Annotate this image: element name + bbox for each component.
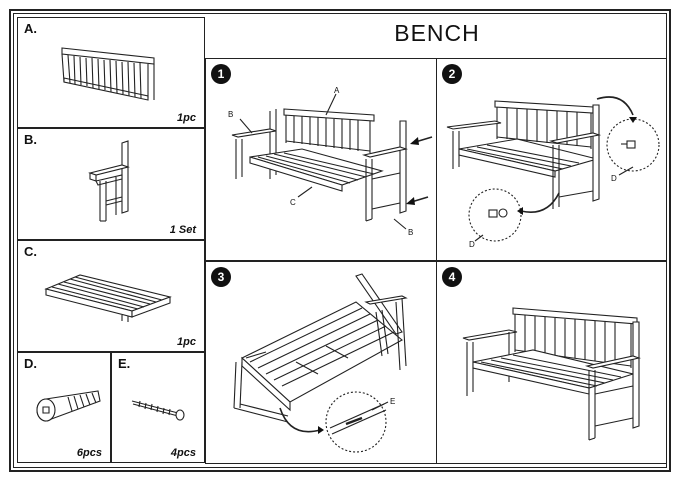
bench-drawing xyxy=(462,307,642,441)
bench-drawing: A B C B xyxy=(228,86,433,237)
part-letter: A. xyxy=(24,21,37,36)
step-number: 4 xyxy=(442,267,462,287)
seat-drawing xyxy=(44,274,172,322)
page-title: BENCH xyxy=(394,20,480,46)
callout-d: D xyxy=(611,174,617,183)
callout-b: B xyxy=(228,110,233,119)
side-frame-drawing xyxy=(88,140,130,222)
callout-c: C xyxy=(290,198,296,207)
step-number: 2 xyxy=(442,64,462,84)
step-panel-3: 3 E xyxy=(205,261,437,464)
part-panel-e: E. 4pcs xyxy=(111,352,205,463)
part-panel-d: D. 6pcs xyxy=(17,352,111,463)
step-panel-1: 1 xyxy=(205,58,437,261)
part-letter: D. xyxy=(24,356,37,371)
step-number: 1 xyxy=(211,64,231,84)
bench-drawing: D D xyxy=(446,96,660,249)
arrow-icon xyxy=(517,207,523,215)
part-panel-b: B. 1 Set xyxy=(17,128,205,240)
outer-frame xyxy=(9,9,671,472)
part-letter: C. xyxy=(24,244,37,259)
part-letter: E. xyxy=(118,356,131,371)
arrow-icon xyxy=(318,426,324,434)
step-panel-4: 4 xyxy=(436,261,667,464)
part-quantity: 1pc xyxy=(177,336,196,348)
part-quantity: 4pcs xyxy=(170,447,196,459)
screw-drawing xyxy=(131,400,185,421)
part-panel-c: C. 1pc xyxy=(17,240,205,352)
arrow-icon xyxy=(406,196,429,205)
bolt-drawing xyxy=(36,390,101,422)
callout-e: E xyxy=(390,397,395,406)
part-quantity: 1 Set xyxy=(169,224,196,236)
part-panel-a: A. 1pc xyxy=(17,17,205,128)
part-quantity: 6pcs xyxy=(76,447,102,459)
callout-b2: B xyxy=(408,228,413,237)
backrest-drawing xyxy=(61,47,155,101)
bench-drawing: E xyxy=(233,273,408,453)
arrow-icon xyxy=(629,117,637,123)
step-panel-2: 2 xyxy=(436,58,667,261)
part-quantity: 1pc xyxy=(177,112,196,124)
part-letter: B. xyxy=(24,132,37,147)
arrow-icon xyxy=(410,136,433,145)
step-number: 3 xyxy=(211,267,231,287)
callout-d2: D xyxy=(469,240,475,249)
callout-a: A xyxy=(334,86,340,95)
